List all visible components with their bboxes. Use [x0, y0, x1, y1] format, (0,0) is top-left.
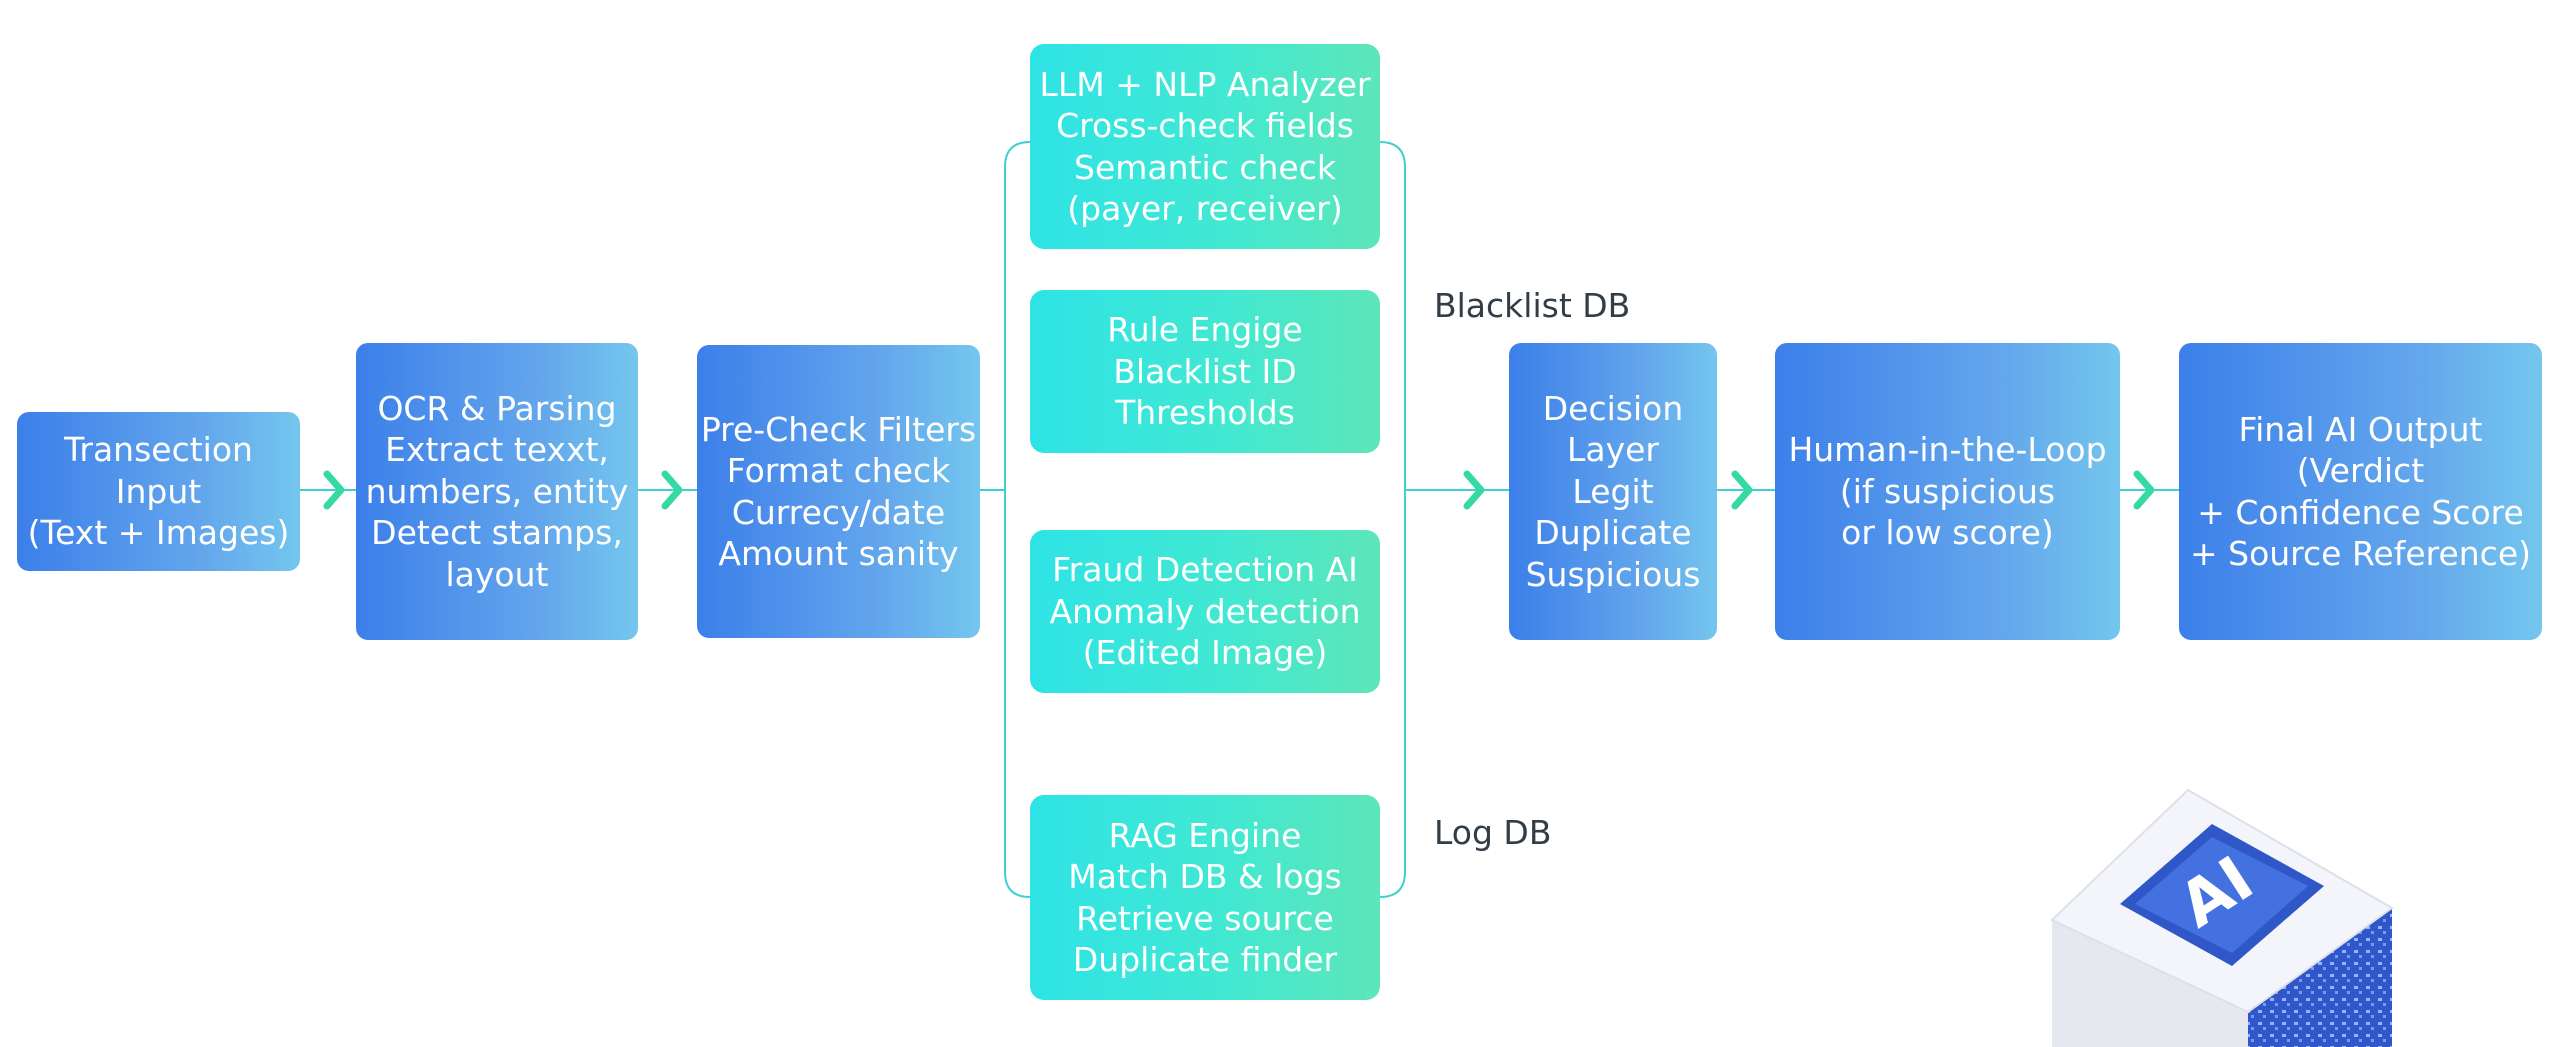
precheck-filters-node: Pre-Check Filters Format check Currecy/d…: [697, 345, 980, 638]
blacklist-db-label: Blacklist DB: [1434, 286, 1631, 325]
final-ai-output-node: Final AI Output (Verdict + Confidence Sc…: [2179, 343, 2542, 640]
arrow-2-icon: [661, 470, 683, 510]
log-db-label: Log DB: [1434, 813, 1552, 852]
arrow-3-icon: [1463, 470, 1485, 510]
right-bracket: [1379, 141, 1406, 898]
decision-layer-node: Decision Layer Legit Duplicate Suspiciou…: [1509, 343, 1717, 640]
llm-nlp-analyzer-node: LLM + NLP Analyzer Cross-check fields Se…: [1030, 44, 1380, 249]
arrow-4-icon: [1731, 470, 1753, 510]
fraud-detection-node: Fraud Detection AI Anomaly detection (Ed…: [1030, 530, 1380, 693]
human-in-the-loop-node: Human-in-the-Loop (if suspicious or low …: [1775, 343, 2120, 640]
rule-engine-node: Rule Engige Blacklist ID Thresholds: [1030, 290, 1380, 453]
arrow-5-icon: [2133, 470, 2155, 510]
ai-cube-icon: AI: [2050, 788, 2394, 1047]
arrow-1-icon: [323, 470, 345, 510]
transaction-input-node: Transection Input (Text + Images): [17, 412, 300, 571]
rag-engine-node: RAG Engine Match DB & logs Retrieve sour…: [1030, 795, 1380, 1000]
ocr-parsing-node: OCR & Parsing Extract texxt, numbers, en…: [356, 343, 638, 640]
left-bracket: [1004, 141, 1031, 898]
